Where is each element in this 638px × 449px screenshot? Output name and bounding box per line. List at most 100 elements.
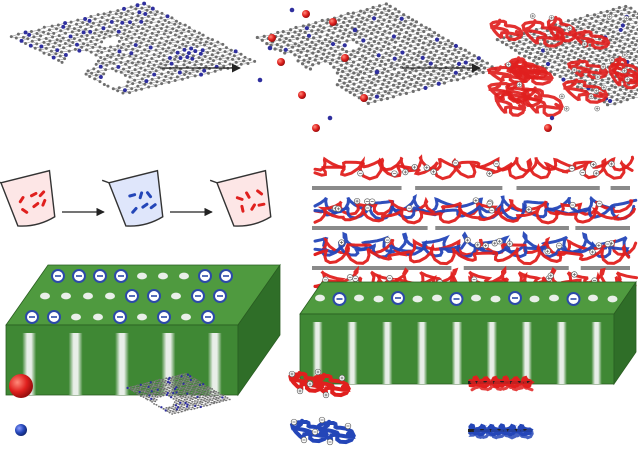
- nitrogen-group: [267, 45, 273, 51]
- positive-charge-icon: [594, 74, 601, 80]
- cation-polymer-strand: [313, 203, 636, 225]
- surface-pore: [607, 295, 618, 303]
- negative-charge-icon: [369, 198, 376, 205]
- negative-charge-icon: [326, 438, 334, 446]
- membrane-pore: [416, 322, 428, 384]
- polymer-coils: [486, 13, 638, 117]
- positive-charge-icon: [593, 87, 600, 94]
- beaker-sequence: [0, 169, 272, 227]
- graphene-layer: [463, 266, 569, 270]
- negative-charge-icon: [191, 289, 205, 303]
- positive-charge-icon: [593, 170, 600, 177]
- positive-charge-icon: [402, 168, 409, 176]
- positive-charge-icon: [335, 205, 342, 212]
- surface-pore: [137, 313, 147, 321]
- positive-charge-icon: [608, 160, 615, 168]
- positive-charge-icon: [516, 81, 523, 88]
- negative-charge-icon: [488, 207, 495, 214]
- positive-charge-icon: [423, 164, 430, 171]
- surface-pore: [354, 294, 364, 302]
- negative-charge-icon: [386, 275, 393, 282]
- negative-charge-icon: [391, 170, 398, 177]
- negative-charge-icon: [556, 242, 563, 249]
- red-sphere-icon: [9, 374, 33, 398]
- legend-graphene-sheet-icon: [126, 372, 231, 415]
- negative-charge-icon: [332, 292, 347, 306]
- surface-pore: [40, 292, 50, 300]
- positive-charge-icon: [506, 240, 513, 248]
- red-polymer-coil-icon: [288, 368, 351, 399]
- negative-charge-icon: [219, 269, 233, 283]
- positive-charge-icon: [474, 241, 481, 249]
- negative-charge-icon: [364, 204, 371, 212]
- cation-polymer-strand: [313, 156, 634, 181]
- positive-charge-icon: [609, 57, 615, 63]
- positive-charge-icon: [559, 93, 565, 100]
- nitrogen-group: [549, 115, 555, 121]
- positive-charge-icon: [486, 170, 493, 177]
- positive-charge-icon: [601, 84, 607, 91]
- surface-pore: [373, 295, 384, 303]
- red-coated-sheet-icon: [468, 375, 535, 392]
- nitrogen-group: [327, 115, 333, 121]
- positive-charge-icon: [464, 236, 471, 244]
- negative-charge-icon: [569, 201, 576, 209]
- lattice-atoms: [9, 1, 257, 95]
- negative-charge-icon: [125, 289, 139, 303]
- negative-charge-icon: [449, 292, 464, 306]
- beaker-final-solution-icon: [209, 169, 272, 227]
- negative-charge-icon: [452, 159, 459, 167]
- negative-charge-icon: [566, 292, 581, 306]
- negative-charge-icon: [290, 418, 298, 426]
- negative-charge-icon: [346, 274, 354, 281]
- negative-charge-icon: [114, 269, 128, 283]
- surface-pore: [432, 294, 442, 302]
- positive-charge-icon: [505, 61, 512, 68]
- membrane-pore: [521, 322, 533, 384]
- negative-charge-icon: [384, 236, 391, 244]
- surface-pore: [412, 295, 423, 303]
- porous-membrane-right: [299, 280, 637, 386]
- positive-charge-icon: [595, 242, 602, 249]
- surface-pore: [179, 272, 189, 280]
- layer-by-layer-assembly: [312, 154, 638, 292]
- surface-pore: [61, 292, 71, 300]
- graphene-layer: [610, 186, 630, 190]
- positive-charge-icon: [594, 105, 600, 112]
- negative-charge-icon: [470, 276, 478, 283]
- oxygen-group: [302, 10, 310, 18]
- oxygen-group: [544, 124, 552, 132]
- negative-charge-icon: [157, 310, 171, 324]
- beaker-cation-solution-icon: [0, 169, 56, 227]
- nitrogen-group: [289, 7, 295, 13]
- positive-charge-icon: [430, 168, 437, 175]
- negative-charge-icon: [568, 165, 576, 172]
- graphene-layer: [312, 186, 402, 190]
- positive-charge-icon: [590, 161, 597, 168]
- oxygen-group: [268, 34, 276, 42]
- negative-charge-icon: [300, 436, 308, 444]
- positive-charge-icon: [621, 67, 628, 74]
- membrane-pore: [451, 322, 463, 384]
- positive-charge-icon: [600, 64, 606, 70]
- positive-charge-icon: [482, 242, 489, 249]
- surface-pore: [137, 272, 147, 280]
- surface-pore: [588, 294, 598, 302]
- surface-pore: [549, 294, 559, 302]
- positive-charge-icon: [622, 52, 628, 58]
- positive-charge-icon: [338, 374, 346, 382]
- negative-charge-icon: [93, 269, 107, 283]
- positive-charge-icon: [544, 46, 550, 53]
- negative-charge-icon: [508, 291, 522, 305]
- positive-charge-icon: [322, 391, 330, 399]
- surface-pore: [529, 295, 540, 303]
- negative-charge-icon: [357, 170, 364, 177]
- negative-charge-icon: [352, 275, 359, 282]
- surface-pore: [83, 292, 93, 300]
- positive-charge-icon: [606, 13, 613, 20]
- negative-charge-icon: [72, 269, 86, 283]
- blue-coated-sheet-icon: [468, 423, 534, 440]
- negative-charge-icon: [213, 289, 227, 303]
- graphene-layer: [516, 186, 600, 190]
